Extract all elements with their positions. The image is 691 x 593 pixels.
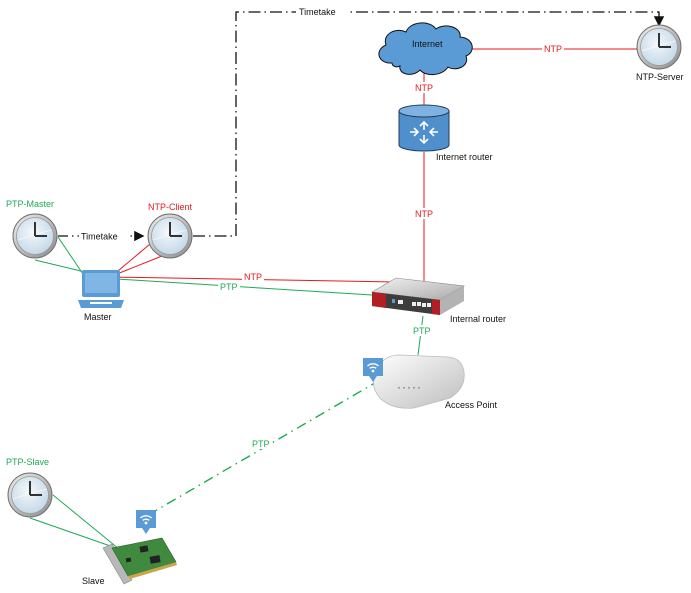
ntp-label-internet-server: NTP <box>544 44 562 54</box>
ptp-master-label: PTP-Master <box>6 199 54 209</box>
link-labels: Timetake Timetake NTP NTP NTP NTP PTP PT… <box>79 6 564 449</box>
timetake-label-top: Timetake <box>299 7 336 17</box>
ptp-master-node[interactable]: PTP-Master <box>6 199 58 259</box>
ptp-label-wireless: PTP <box>252 439 270 449</box>
ntp-server-label: NTP-Server <box>636 72 684 82</box>
ntp-client-node[interactable]: NTP-Client <box>147 202 193 259</box>
ntp-label-master-router: NTP <box>244 272 262 282</box>
clock-icon <box>7 472 53 518</box>
ptp-slave-label: PTP-Slave <box>6 457 49 467</box>
wifi-icon <box>135 509 157 535</box>
internal-router-node[interactable]: Internal router <box>371 277 506 324</box>
internet-label: Internet <box>412 39 443 49</box>
internet-router-node[interactable]: Internet router <box>398 104 493 162</box>
slave-node[interactable]: Slave <box>82 509 177 586</box>
internal-router-label: Internal router <box>450 314 506 324</box>
internet-node[interactable]: Internet <box>378 22 473 75</box>
ntp-client-label: NTP-Client <box>148 202 193 212</box>
ptp-label-router-ap: PTP <box>413 326 431 336</box>
ntp-label-routers: NTP <box>415 209 433 219</box>
ntp-link-client-master-2 <box>111 255 163 277</box>
master-node[interactable]: Master <box>78 270 124 322</box>
clock-icon <box>636 24 682 70</box>
firewall-router-icon <box>371 277 465 315</box>
master-label: Master <box>84 312 112 322</box>
internet-router-label: Internet router <box>436 152 493 162</box>
slave-label: Slave <box>82 576 105 586</box>
ptp-link-slave-clock-2 <box>29 517 120 550</box>
access-point-node[interactable]: Access Point <box>362 354 498 410</box>
clock-icon <box>12 213 58 259</box>
ntp-server-node[interactable]: NTP-Server <box>636 24 684 82</box>
network-card-icon <box>102 537 177 585</box>
access-point-label: Access Point <box>445 400 498 410</box>
connections <box>29 11 665 550</box>
ntp-label-internet-router: NTP <box>415 83 433 93</box>
cloud-icon <box>378 22 473 75</box>
access-point-icon <box>373 354 465 409</box>
timetake-label-master: Timetake <box>81 232 118 242</box>
laptop-icon <box>78 270 124 308</box>
ptp-label-master-router: PTP <box>220 282 238 292</box>
timetake-link-top <box>193 11 665 237</box>
ptp-link-slave-clock-1 <box>52 494 120 550</box>
ptp-link-clock-master-1 <box>57 236 86 278</box>
clock-icon <box>147 213 193 259</box>
ptp-slave-node[interactable]: PTP-Slave <box>6 457 53 518</box>
router-icon <box>398 104 450 152</box>
